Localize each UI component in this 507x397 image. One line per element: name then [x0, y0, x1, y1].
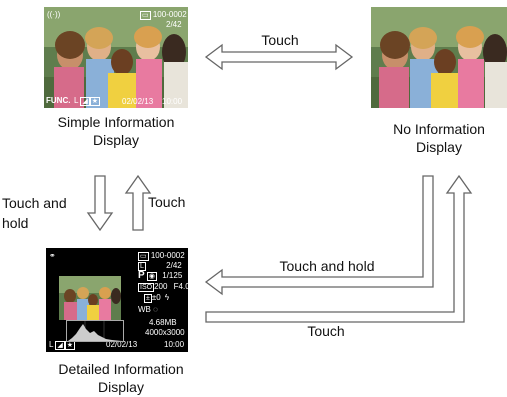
detail-folder-file-text: 100-0002 [150, 251, 185, 260]
shooting-mode: P [138, 270, 145, 281]
family-photo [44, 7, 188, 108]
detail-folder-file: ▭ 100-0002 [138, 251, 185, 261]
white-balance-icon: WB ◌ [138, 305, 158, 314]
double-arrow-top [204, 43, 354, 71]
up-arrow [124, 174, 152, 231]
edge-label-touch-bottom: Touch [307, 323, 345, 339]
simple-info-label-line2: Display [93, 132, 139, 148]
detail-thumbnail [59, 276, 121, 320]
arrow-touch-to-no-info [205, 174, 473, 323]
capture-date: 02/02/13 [122, 97, 154, 106]
down-arrow [86, 175, 114, 232]
detail-time: 10:00 [164, 340, 185, 349]
favorite-icon: ★ [89, 97, 101, 106]
detail-exposure-row: ±±0 ϟ [144, 293, 169, 303]
resolution: 4000x3000 [145, 328, 185, 337]
folder-file-text: 100-0002 [152, 10, 187, 19]
folder-file-number: ▭ 100-0002 [140, 10, 187, 20]
detail-image-count-row: L 2/42 [138, 261, 182, 271]
detail-card-icon: ▭ [138, 252, 149, 261]
simple-info-screen: ((·)) ▭ 100-0002 2/42 FUNC. L ◢★ 02/02/1… [44, 7, 188, 108]
edit-icon: ◢ [80, 97, 90, 106]
iso-value: 200 [154, 282, 168, 291]
shutter-speed: 1/125 [162, 271, 183, 280]
detail-image-count: 2/42 [166, 261, 182, 270]
iso-icon: ISO [138, 283, 155, 292]
edge-label-touch-right: Touch [148, 194, 186, 210]
exposure-value: ±0 [151, 293, 161, 302]
detailed-info-label: Detailed Information Display [26, 360, 216, 396]
aperture-value: F4.0 [173, 282, 188, 291]
detailed-info-label-line2: Display [98, 379, 144, 395]
image-count: 2/42 [166, 20, 182, 29]
rating-icons: L ◢★ [74, 96, 101, 106]
histogram [66, 320, 124, 342]
wifi-icon: ((·)) [47, 10, 61, 19]
edge-label-touch-and-hold-left-text: Touch and hold [2, 195, 67, 231]
no-info-label: No Information Display [368, 120, 507, 156]
family-photo-plain [371, 7, 507, 108]
edge-label-touch-and-hold-bottom: Touch and hold [279, 258, 375, 274]
protect-icon: L [74, 96, 79, 105]
card-icon: ▭ [140, 11, 151, 20]
flash-icon: ϟ [164, 293, 170, 302]
detailed-info-label-line1: Detailed Information [58, 361, 184, 377]
edge-label-touch-top: Touch [261, 32, 299, 48]
detail-mode-row: P ◉ 1/125 [138, 271, 182, 281]
metering-icon: ◉ [146, 272, 158, 281]
no-info-label-line1: No Information [393, 121, 485, 137]
arrow-touch-and-hold-to-detailed [204, 175, 434, 296]
exposure-comp-icon: ± [144, 294, 152, 303]
capture-time: 10:00 [162, 97, 183, 106]
edge-label-touch-and-hold-left: Touch and hold [2, 193, 78, 233]
simple-info-label-line1: Simple Information [57, 114, 175, 130]
no-info-label-line2: Display [416, 139, 462, 155]
func-button[interactable]: FUNC. [46, 96, 71, 105]
detail-edit-icon: ◢ [55, 341, 65, 350]
detail-date: 02/02/13 [106, 340, 138, 349]
detail-favorite-icon: ★ [64, 341, 76, 350]
no-info-screen [371, 7, 507, 108]
link-icon: ⚭ [49, 251, 56, 260]
simple-info-label: Simple Information Display [26, 113, 206, 149]
file-size: 4.68MB [149, 318, 177, 327]
